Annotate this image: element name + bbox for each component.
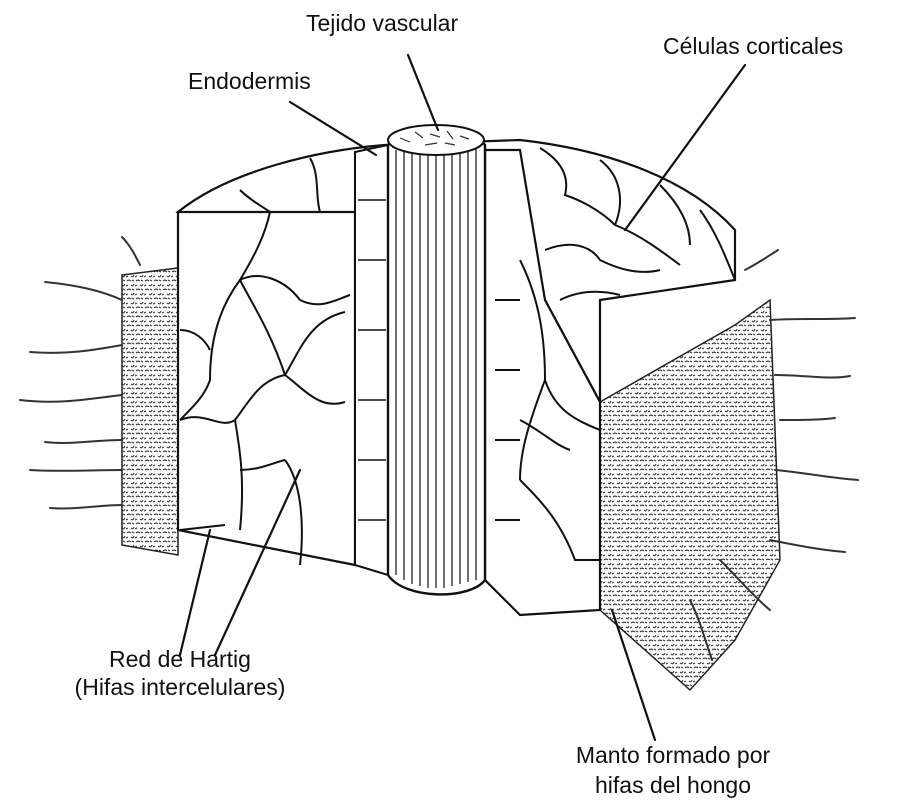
- label-red-de-hartig: Red de Hartig: [60, 646, 300, 673]
- label-hifas-del-hongo: hifas del hongo: [548, 772, 798, 799]
- label-hifas-intercelulares: (Hifas intercelulares): [40, 674, 320, 701]
- vascular-top: [388, 125, 484, 155]
- fungal-mantle-right: [600, 300, 780, 690]
- cortex-left-face: [178, 212, 355, 565]
- leader-endodermis: [290, 102, 376, 155]
- label-endodermis: Endodermis: [188, 68, 311, 95]
- leader-hartig-1: [180, 530, 210, 655]
- label-celulas-corticales: Células corticales: [663, 33, 843, 60]
- label-tejido-vascular: Tejido vascular: [306, 10, 458, 37]
- endodermis-left: [355, 145, 388, 575]
- leader-vascular: [408, 55, 438, 130]
- fungal-mantle-left: [122, 268, 178, 555]
- label-manto-formado: Manto formado por: [548, 742, 798, 769]
